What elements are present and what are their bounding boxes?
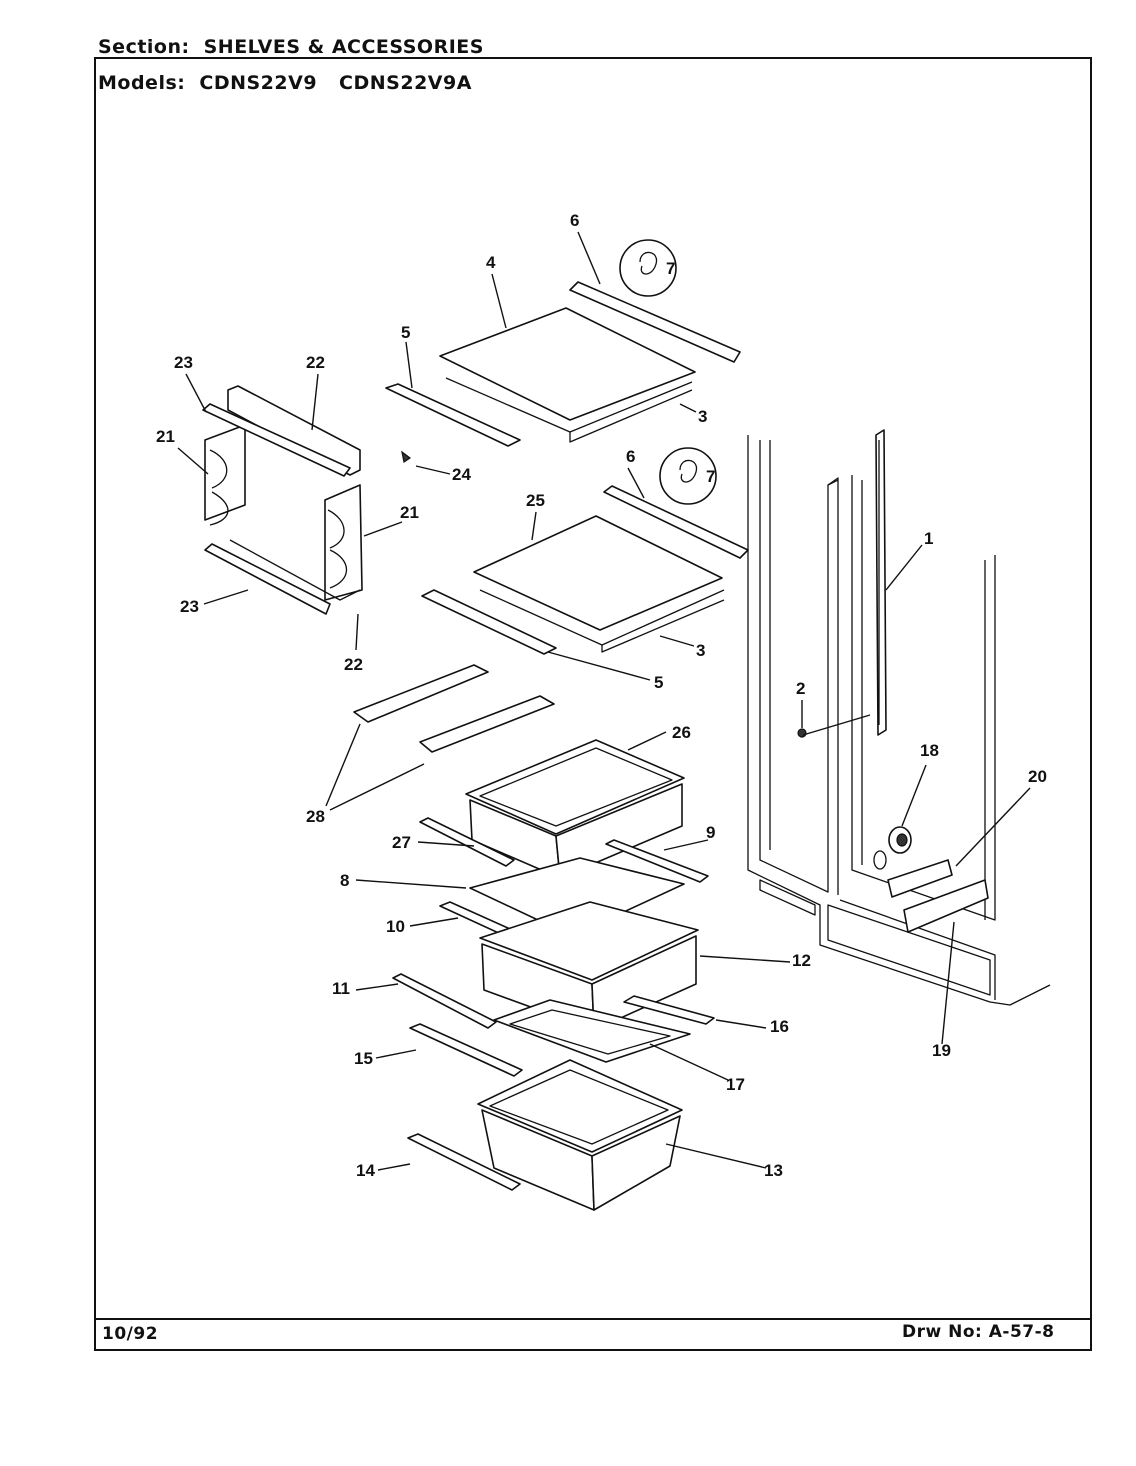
part-28-drawer-rail-lower <box>419 695 555 753</box>
part-28-drawer-rail-upper <box>353 664 489 723</box>
part-6-shelf-trim-upper <box>569 281 741 363</box>
callout-24: 24 <box>452 465 471 484</box>
callout-7-lower: 7 <box>706 467 715 486</box>
callout-23-upper: 23 <box>174 353 193 372</box>
callout-14: 14 <box>356 1161 375 1180</box>
part-27-slide-strip <box>419 817 515 867</box>
callout-28: 28 <box>306 807 325 826</box>
part-17-control-frame <box>493 999 691 1063</box>
part-5-shelf-trim-upper <box>385 383 521 447</box>
callout-27: 27 <box>392 833 411 852</box>
leader-lines <box>177 231 1031 1171</box>
models-line: Models: CDNS22V9 CDNS22V9A <box>98 72 472 94</box>
models-label: Models: <box>98 72 186 94</box>
callout-19: 19 <box>932 1041 951 1060</box>
part-16-slide-rail <box>623 995 715 1025</box>
part-2-screw <box>797 728 807 738</box>
model-number-2: CDNS22V9A <box>339 72 472 94</box>
part-11-slide-strip <box>392 973 497 1029</box>
callout-4: 4 <box>486 253 496 272</box>
part-23-rack-rail-upper <box>202 403 351 477</box>
refrigerator-cabinet <box>747 435 1051 1006</box>
callout-12: 12 <box>792 951 811 970</box>
callout-21-left: 21 <box>156 427 175 446</box>
part-4-glass-shelf <box>439 307 696 443</box>
callout-11: 11 <box>332 979 350 998</box>
callout-15: 15 <box>354 1049 373 1068</box>
section-label: Section: <box>98 36 190 58</box>
callout-2: 2 <box>796 679 805 698</box>
callout-8: 8 <box>340 871 349 890</box>
callout-22-upper: 22 <box>306 353 325 372</box>
callout-5-upper: 5 <box>401 323 410 342</box>
part-14-slide-strip <box>407 1133 521 1191</box>
part-19-cover <box>903 879 989 933</box>
callout-25: 25 <box>526 491 545 510</box>
drawing-number: Drw No: A-57-8 <box>902 1322 1055 1342</box>
part-1-shelf-ladder <box>875 429 887 736</box>
part-24-clip <box>401 450 412 463</box>
footer-divider <box>94 1318 1092 1320</box>
callout-18: 18 <box>920 741 939 760</box>
part-13-pan <box>477 1059 683 1211</box>
part-9-slide-strip <box>605 839 709 883</box>
part-23-rack-rail-lower <box>204 543 331 615</box>
model-number-1: CDNS22V9 <box>199 72 318 94</box>
callout-1: 1 <box>924 529 933 548</box>
part-6-shelf-trim-lower <box>603 485 749 559</box>
callout-16: 16 <box>770 1017 789 1036</box>
callout-6-lower: 6 <box>626 447 635 466</box>
part-7-service-icon-lower <box>659 447 717 505</box>
callout-13: 13 <box>764 1161 783 1180</box>
part-18-control-knob <box>873 826 912 870</box>
callout-20: 20 <box>1028 767 1047 786</box>
callout-26: 26 <box>672 723 691 742</box>
part-7-service-icon-upper <box>619 239 677 297</box>
section-title: SHELVES & ACCESSORIES <box>203 36 484 58</box>
callout-6-upper: 6 <box>570 211 579 230</box>
callout-5-lower: 5 <box>654 673 663 692</box>
callout-3-upper: 3 <box>698 407 707 426</box>
callout-7-upper: 7 <box>666 259 675 278</box>
part-25-glass-shelf <box>473 515 725 653</box>
part-21-bottle-rack <box>204 385 363 601</box>
callout-21-right: 21 <box>400 503 419 522</box>
drawing-frame <box>94 57 1092 1351</box>
callout-labels: 1 2 3 3 4 5 5 6 6 7 7 8 9 10 11 12 13 14… <box>156 211 1047 1180</box>
part-5-shelf-trim-lower <box>421 589 557 655</box>
callout-10: 10 <box>386 917 405 936</box>
callout-3-lower: 3 <box>696 641 705 660</box>
section-line: Section: SHELVES & ACCESSORIES <box>98 36 484 58</box>
callout-23-lower: 23 <box>180 597 199 616</box>
part-20-housing <box>887 859 953 898</box>
callout-22-lower: 22 <box>344 655 363 674</box>
part-26-drawer <box>465 739 685 879</box>
drawing-date: 10/92 <box>102 1324 159 1344</box>
part-15-slide-strip <box>409 1023 523 1077</box>
callout-9: 9 <box>706 823 715 842</box>
callout-17: 17 <box>726 1075 745 1094</box>
